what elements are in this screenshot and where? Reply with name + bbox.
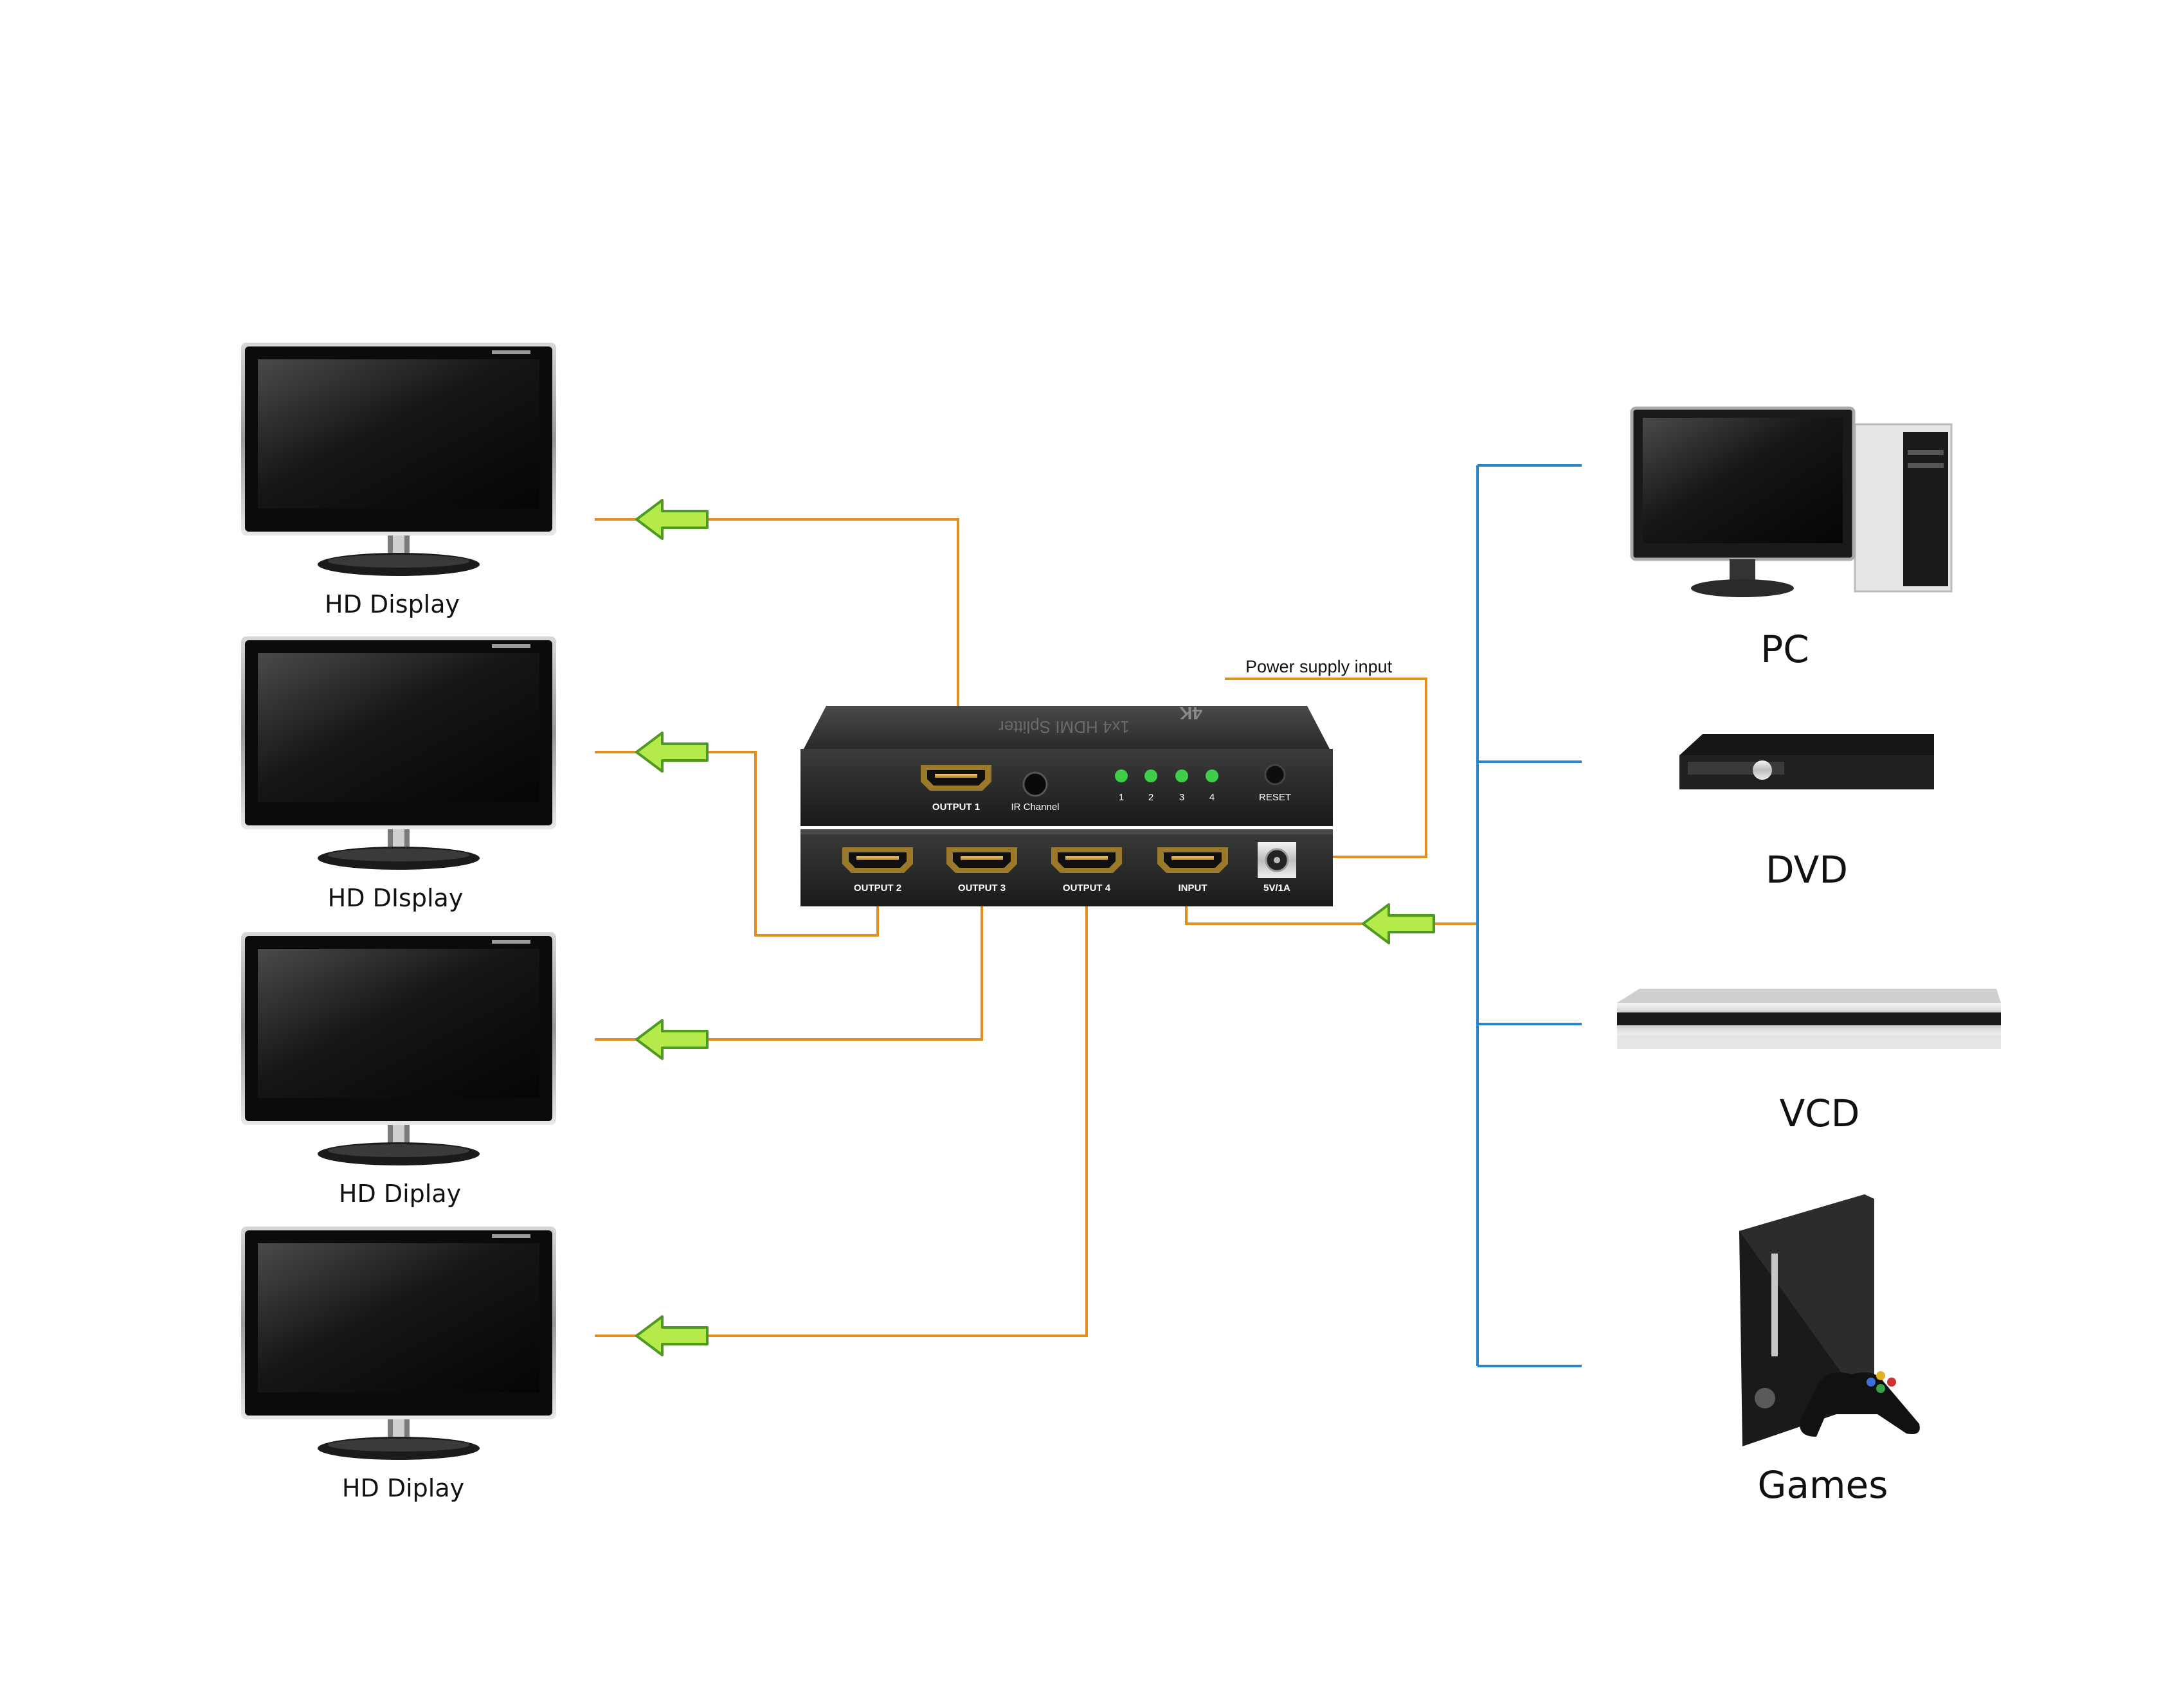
display-4: HD Diplay bbox=[241, 1227, 556, 1502]
splitter-badge: 4K bbox=[1179, 703, 1202, 723]
dvd-label: DVD bbox=[1766, 848, 1848, 892]
led-4 bbox=[1206, 769, 1218, 782]
reset-button bbox=[1264, 764, 1286, 786]
output4-label: OUTPUT 4 bbox=[1063, 883, 1111, 894]
arrow-icon bbox=[635, 1315, 709, 1356]
led-3 bbox=[1175, 769, 1188, 782]
led-label: 4 bbox=[1209, 792, 1215, 803]
link-output4 bbox=[595, 890, 1088, 1337]
splitter-top-text: 1x4 HDMI Splitter bbox=[999, 717, 1130, 737]
link-output1 bbox=[595, 518, 959, 759]
arrow-icon bbox=[635, 1019, 709, 1060]
games-label: Games bbox=[1758, 1463, 1888, 1507]
vcd-label: VCD bbox=[1780, 1092, 1860, 1135]
display-label: HD DIsplay bbox=[328, 884, 464, 912]
output1-label: OUTPUT 1 bbox=[932, 802, 980, 813]
power-supply-label: Power supply input bbox=[1245, 657, 1393, 676]
led-1 bbox=[1115, 769, 1128, 782]
arrow-icon bbox=[1362, 903, 1435, 944]
hdmi-splitter-back: OUTPUT 2 OUTPUT 3 OUTPUT 4 INPUT 5V/1A bbox=[800, 829, 1333, 906]
arrow-icon bbox=[635, 499, 709, 540]
led-2 bbox=[1144, 769, 1157, 782]
signal-links bbox=[595, 518, 1479, 1337]
display-label: HD Diplay bbox=[339, 1180, 461, 1208]
led-label: 3 bbox=[1179, 792, 1184, 803]
output2-label: OUTPUT 2 bbox=[854, 883, 901, 894]
display-3: HD Diplay bbox=[241, 932, 556, 1208]
display-label: HD Display bbox=[325, 590, 460, 618]
source-games: Games bbox=[1739, 1194, 1920, 1507]
link-output3 bbox=[595, 890, 983, 1041]
hdmi-splitter-front: 1x4 HDMI Splitter 4K OUTPUT 1 IR Channel… bbox=[800, 703, 1333, 826]
display-label: HD Diplay bbox=[342, 1474, 464, 1502]
link-power bbox=[1225, 678, 1427, 858]
source-dvd: DVD bbox=[1679, 734, 1934, 892]
led-label: 1 bbox=[1119, 792, 1124, 803]
pc-label: PC bbox=[1760, 627, 1809, 671]
source-pc: PC bbox=[1630, 406, 1953, 671]
power-label: 5V/1A bbox=[1263, 883, 1290, 894]
ir-jack bbox=[1022, 771, 1048, 797]
ir-label: IR Channel bbox=[1011, 802, 1059, 813]
display-1: HD Display bbox=[241, 343, 556, 618]
source-links bbox=[1476, 464, 1582, 1367]
source-vcd: VCD bbox=[1617, 989, 2001, 1135]
led-label: 2 bbox=[1148, 792, 1153, 803]
arrow-icon bbox=[635, 732, 709, 773]
input-label: INPUT bbox=[1179, 883, 1207, 894]
display-2: HD DIsplay bbox=[241, 636, 556, 912]
reset-label: RESET bbox=[1259, 792, 1291, 803]
arrows bbox=[635, 499, 1435, 1356]
output3-label: OUTPUT 3 bbox=[958, 883, 1006, 894]
